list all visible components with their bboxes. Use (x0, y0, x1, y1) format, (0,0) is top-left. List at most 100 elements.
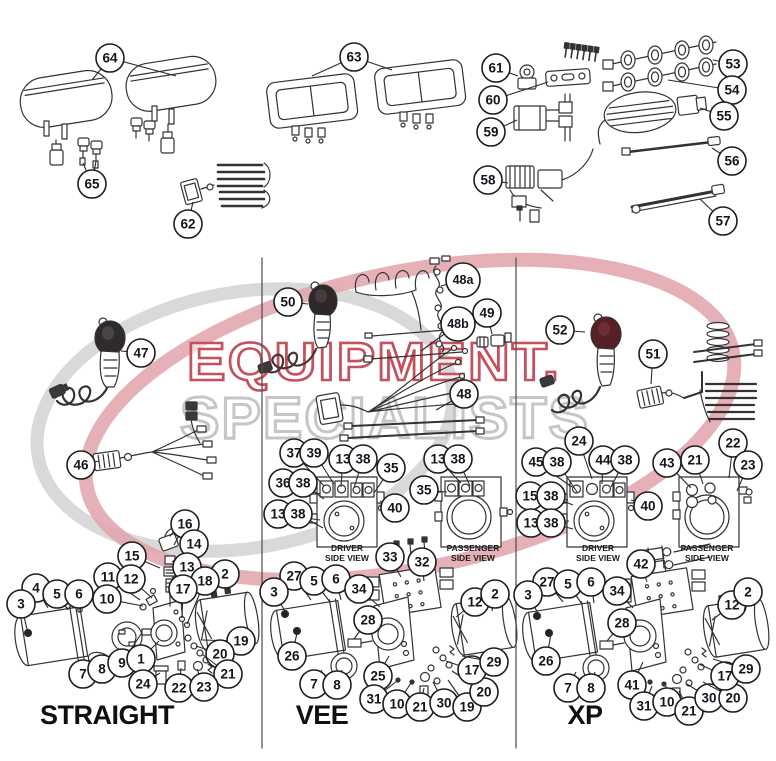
callout-number: 26 (538, 654, 554, 669)
callout-number: 58 (480, 173, 496, 188)
callout-number: 19 (459, 700, 474, 715)
callout-circle (638, 339, 668, 369)
callout-number: 17 (464, 663, 479, 678)
callout-circle (288, 468, 318, 498)
callout-number: 3 (524, 588, 532, 603)
callout-circle (576, 673, 606, 703)
callout-number: 64 (102, 51, 118, 66)
socket-harness-54 (602, 57, 717, 92)
callout-35: 35 (409, 475, 448, 505)
callout-circle (473, 165, 503, 195)
callout-number: 5 (53, 587, 61, 602)
callout-number: 41 (624, 678, 640, 693)
relay-module-59 (513, 93, 573, 142)
callout-65: 65 (77, 160, 107, 199)
callout-35: 35 (373, 453, 406, 494)
callout-number: 3 (270, 585, 278, 600)
callout-number: 10 (389, 697, 404, 712)
callout-number: 8 (333, 678, 341, 693)
watermark-line2: SPECIALISTS (180, 386, 590, 451)
callout-number: 3 (17, 597, 25, 612)
callout-number: 35 (383, 461, 399, 476)
callout-21: 21 (680, 445, 710, 485)
callout-circle (564, 426, 594, 456)
callout-3: 3 (513, 580, 543, 616)
callout-38: 38 (536, 508, 574, 538)
vee-driver-side-plate (309, 476, 385, 548)
view-label-line: SIDE VIEW (325, 553, 369, 563)
jumper-cable-48b (363, 347, 469, 363)
callout-number: 20 (212, 647, 227, 662)
callout-number: 26 (284, 649, 300, 664)
view-label-line: PASSENGER (680, 543, 734, 553)
callout-circle (733, 450, 763, 480)
callout-circle (481, 53, 511, 83)
callout-number: 7 (79, 667, 87, 682)
vehicle-harness-46 (92, 401, 217, 480)
callout-number: 42 (633, 557, 648, 572)
callout-39: 39 (299, 438, 335, 485)
callout-number: 40 (387, 501, 402, 516)
callout-33: 33 (375, 542, 405, 578)
view-label-line: SIDE VIEW (576, 553, 620, 563)
callout-circle (449, 379, 479, 409)
callout-6: 6 (576, 567, 606, 604)
callout-60: 60 (478, 81, 549, 115)
callout-number: 18 (197, 574, 213, 589)
callout-circle (709, 101, 739, 131)
callout-38: 38 (610, 445, 640, 488)
view-label-line: DRIVER (581, 543, 615, 553)
callout-number: 17 (175, 582, 190, 597)
callout-number: 22 (171, 681, 186, 696)
callout-number: 7 (564, 681, 572, 696)
callout-40: 40 (630, 491, 663, 521)
callout-number: 19 (233, 634, 248, 649)
callout-number: 38 (549, 455, 565, 470)
callout-number: 5 (310, 574, 318, 589)
watermark-gray-swoosh (30, 282, 460, 558)
callout-42: 42 (626, 549, 656, 583)
xp-driver-view-label: DRIVER SIDE VIEW (553, 543, 643, 563)
callout-20: 20 (702, 681, 748, 713)
callout-43: 43 (652, 448, 692, 489)
callout-number: 27 (286, 569, 301, 584)
callout-number: 2 (744, 585, 752, 600)
callout-38: 38 (542, 447, 578, 493)
callout-5: 5 (299, 566, 331, 603)
callout-23: 23 (189, 668, 219, 702)
callout-29: 29 (712, 654, 761, 684)
vee-driver-view-label: DRIVER SIDE VIEW (302, 543, 392, 563)
callout-number: 62 (180, 217, 195, 232)
callout-number: 44 (595, 453, 611, 468)
callout-number: 12 (123, 572, 138, 587)
callout-5: 5 (42, 579, 72, 611)
callout-58: 58 (473, 165, 509, 195)
callout-number: 9 (118, 656, 126, 671)
callout-31: 31 (359, 680, 398, 714)
callout-circle (680, 445, 710, 475)
screw-set (563, 42, 600, 62)
callout-47: 47 (120, 338, 156, 368)
callout-number: 8 (98, 662, 106, 677)
callout-number: 40 (640, 499, 655, 514)
callout-41: 41 (617, 661, 647, 700)
callout-number: 21 (681, 704, 697, 719)
callout-number: 35 (416, 483, 432, 498)
callout-circle (476, 117, 506, 147)
callout-circle (168, 574, 198, 604)
callout-number: 36 (275, 476, 291, 491)
callout-10: 10 (92, 584, 144, 614)
callout-number: 59 (483, 125, 498, 140)
callout-number: 13 (179, 560, 195, 575)
callout-number: 22 (725, 436, 740, 451)
callout-21: 21 (405, 687, 435, 722)
callout-56: 56 (711, 146, 747, 176)
callout-number: 60 (485, 93, 500, 108)
headlight-bezel-left (266, 73, 359, 144)
callout-circle (376, 453, 406, 483)
callout-48a: 48a (440, 262, 481, 298)
callout-number: 38 (355, 452, 371, 467)
callout-circle (380, 493, 410, 523)
callout-38: 38 (348, 444, 378, 489)
